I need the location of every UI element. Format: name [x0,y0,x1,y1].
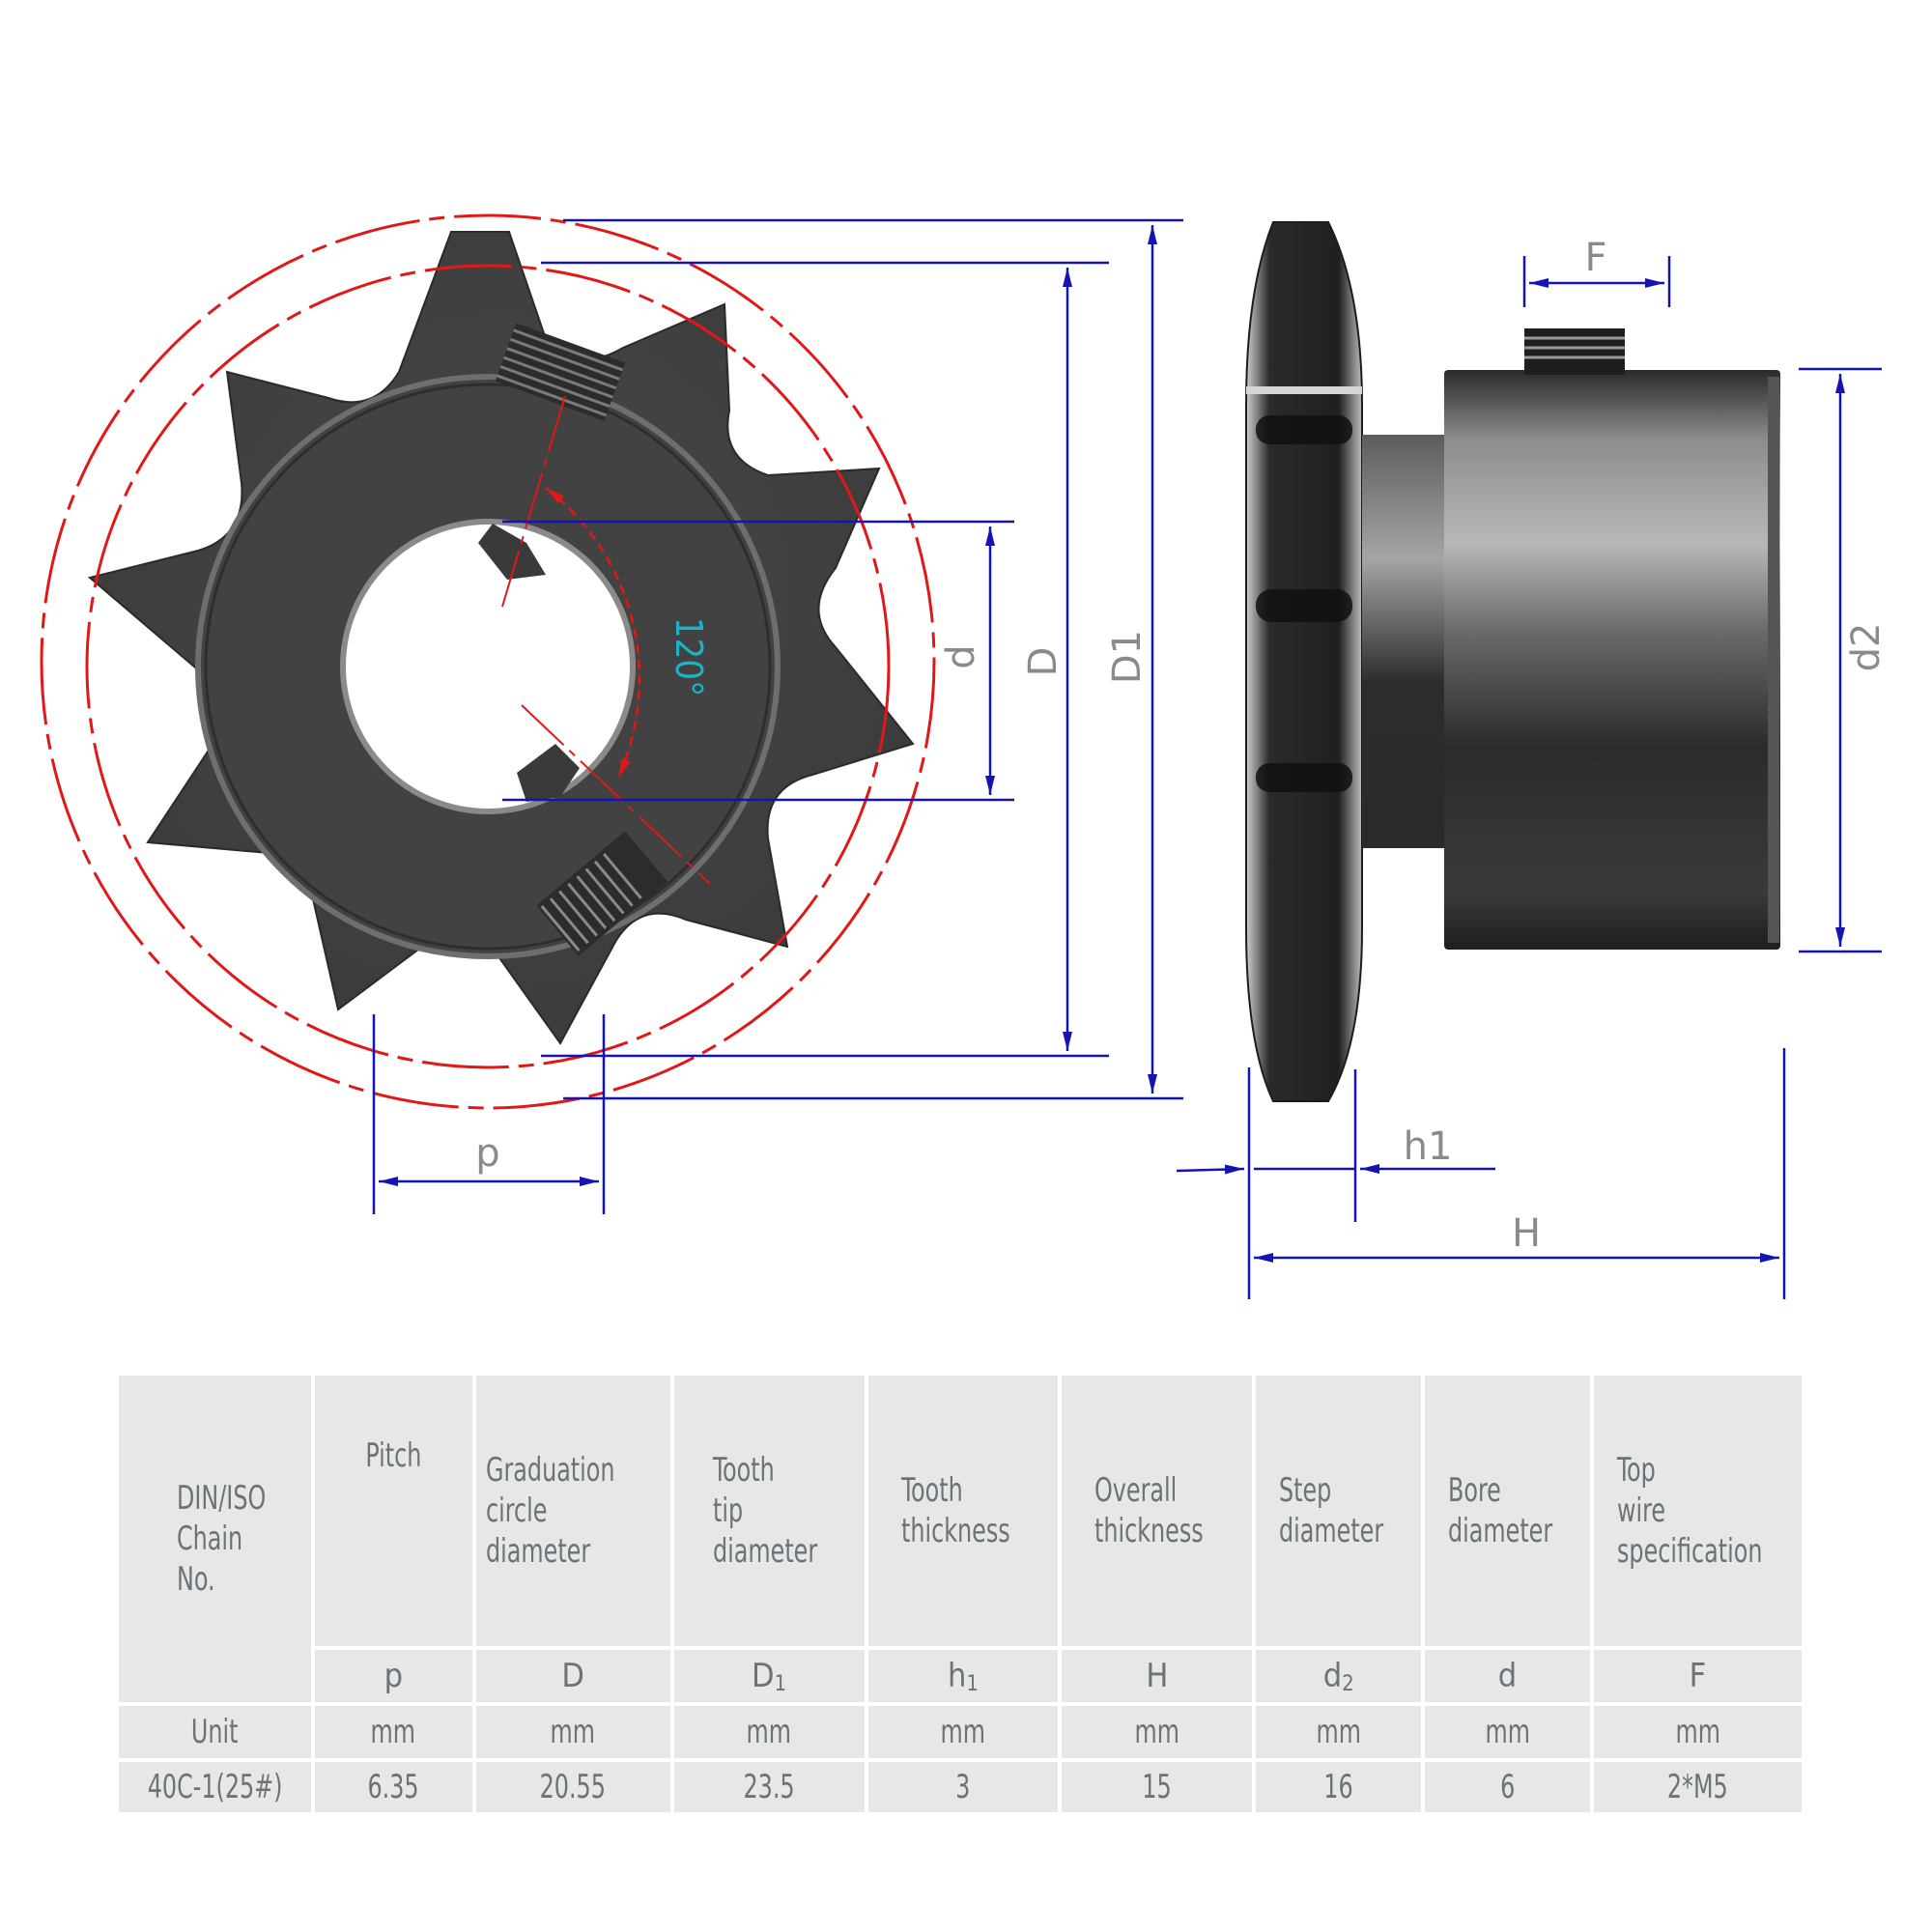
chain-no-cell: 40C-1(25#) [119,1762,311,1812]
screw-spec-label: F [1584,236,1606,280]
symbol-row: p D D1 h1 H d2 d F [119,1650,1802,1702]
dimension-D1 [563,218,1183,1100]
unit-cell: mm [314,1706,472,1758]
header-step-diameter: Step diameter [1256,1376,1422,1646]
header-bore-diameter: Bore diameter [1425,1376,1590,1646]
hub-neck [1362,435,1447,848]
angle-label: 120° [668,617,710,696]
unit-cell: mm [1425,1706,1590,1758]
header-tooth-thickness: Tooth thickness [867,1376,1059,1646]
header-overall-thickness: Overall thickness [1062,1376,1253,1646]
unit-label: Unit [119,1706,311,1758]
tooth-thickness-label: h1 [1404,1124,1453,1169]
value-cell: 6 [1425,1762,1590,1812]
hub-diameter-label: d2 [1844,623,1889,672]
overall-thickness-label: H [1512,1211,1541,1256]
tooth-plate [1245,221,1363,1102]
table-row: 40C-1(25#) 6.35 20.55 23.5 3 15 16 6 2*M… [119,1762,1802,1812]
sprocket-technical-drawing: 120° d D D1 p [40,213,1889,1299]
symbol-h1: h1 [867,1650,1059,1702]
bore-diameter-label: d [939,644,983,668]
bore-hole [340,519,636,814]
dimension-D [541,261,1109,1058]
set-screw-bottom [536,831,668,956]
value-cell: 15 [1062,1762,1253,1812]
value-cell: 2*M5 [1593,1762,1802,1812]
side-view: F d2 h1 H [1176,221,1889,1299]
dimension-d2 [1799,367,1882,953]
symbol-d: d [1425,1650,1590,1702]
value-cell: 16 [1256,1762,1422,1812]
header-graduation-circle-diameter: Graduation circle diameter [475,1376,670,1646]
symbol-H: H [1062,1650,1253,1702]
hub-cylinder [1444,370,1780,950]
tip-diameter-label: D1 [1105,630,1150,684]
symbol-D: D [475,1650,670,1702]
unit-cell: mm [1062,1706,1253,1758]
symbol-d2: d2 [1256,1650,1422,1702]
front-view: 120° d D D1 p [40,213,1183,1214]
header-row: DIN/ISO Chain No. Pitch Graduation circl… [119,1376,1802,1702]
value-cell: 23.5 [673,1762,865,1812]
angle-indicator: 120° [501,395,711,885]
pitch-circle [85,264,891,1069]
set-screw [1524,328,1625,375]
tip-circle [40,213,936,1110]
unit-cell: mm [475,1706,670,1758]
pitch-label: p [475,1131,499,1176]
value-cell: 6.35 [314,1762,472,1812]
dimension-p [372,1014,606,1214]
value-cell: 3 [867,1762,1059,1812]
value-cell: 20.55 [475,1762,670,1812]
sprocket-face [87,231,915,1045]
dimension-H [1254,1048,1786,1299]
unit-cell: mm [673,1706,865,1758]
unit-cell: mm [1593,1706,1802,1758]
dimension-h1 [1176,1067,1495,1299]
unit-cell: mm [867,1706,1059,1758]
dimension-d [502,520,1014,802]
set-screw-top [495,323,626,421]
symbol-D1: D1 [673,1650,865,1702]
unit-row: Unit mm mm mm mm mm mm mm mm [119,1706,1802,1758]
header-chain-no: DIN/ISO Chain No. [119,1376,311,1702]
header-top-wire-specification: Top wire specification [1593,1376,1802,1646]
symbol-p: p [314,1650,472,1702]
header-tooth-tip-diameter: Tooth tip diameter [673,1376,865,1646]
symbol-F: F [1593,1650,1802,1702]
header-pitch: Pitch [314,1376,472,1646]
unit-cell: mm [1256,1706,1422,1758]
pitch-circle-diameter-label: D [1021,647,1065,677]
dimension-F [1522,256,1671,307]
specification-table: DIN/ISO Chain No. Pitch Graduation circl… [115,1372,1805,1816]
